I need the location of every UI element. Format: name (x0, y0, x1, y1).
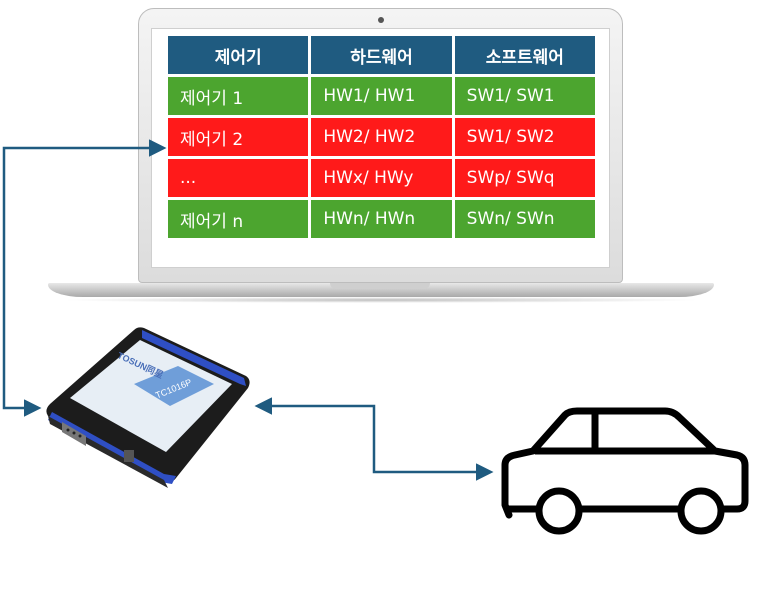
usb-interface-device-icon: TC1016P TOSUN同星 (46, 327, 250, 488)
header-software: 소프트웨어 (454, 36, 595, 74)
cell-software: SW1/ SW1 (454, 77, 595, 115)
laptop-base (48, 283, 714, 297)
table-row: ... HWx/ HWy SWp/ SWq (168, 159, 595, 197)
cell-software: SWp/ SWq (454, 159, 595, 197)
table-row: 제어기 1 HW1/ HW1 SW1/ SW1 (168, 77, 595, 115)
cell-hardware: HWx/ HWy (311, 159, 452, 197)
device-car-connector (254, 397, 494, 481)
cell-controller: ... (168, 159, 309, 197)
header-controller: 제어기 (168, 36, 309, 74)
table-header-row: 제어기 하드웨어 소프트웨어 (168, 36, 595, 74)
cell-hardware: HW1/ HW1 (311, 77, 452, 115)
laptop-base-notch (330, 283, 430, 289)
table-row: 제어기 2 HW2/ HW2 SW1/ SW2 (168, 118, 595, 156)
laptop-shadow (60, 297, 702, 303)
cell-hardware: HW2/ HW2 (311, 118, 452, 156)
cell-software: SWn/ SWn (454, 200, 595, 238)
table-row: 제어기 n HWn/ HWn SWn/ SWn (168, 200, 595, 238)
cell-controller: 제어기 2 (168, 118, 309, 156)
cell-hardware: HWn/ HWn (311, 200, 452, 238)
laptop-camera (378, 17, 384, 23)
cell-controller: 제어기 1 (168, 77, 309, 115)
cell-controller: 제어기 n (168, 200, 309, 238)
cell-software: SW1/ SW2 (454, 118, 595, 156)
car-icon (501, 407, 749, 535)
version-table: 제어기 하드웨어 소프트웨어 제어기 1 HW1/ HW1 SW1/ SW1 제… (165, 33, 598, 241)
header-hardware: 하드웨어 (311, 36, 452, 74)
